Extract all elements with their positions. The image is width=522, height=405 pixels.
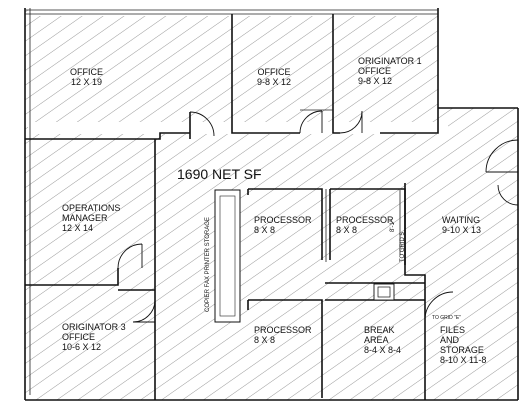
room-office-2-size: 9-8 X 12 <box>257 77 292 87</box>
note-copier: COPIER FAX PRINTER STORAGE <box>205 217 211 312</box>
room-files-name2: AND <box>440 335 460 345</box>
room-break-size: 8-4 X 8-4 <box>364 345 402 355</box>
door-entry <box>485 139 519 173</box>
door-office-2 <box>299 110 323 134</box>
room-waiting-name: WAITING <box>442 215 481 225</box>
room-originator-3-name2: OFFICE <box>62 332 95 342</box>
suite-hatch <box>25 8 518 400</box>
room-break-name: BREAK <box>364 325 395 335</box>
room-files-storage: FILES AND STORAGE 8-10 X 11-8 <box>440 325 486 365</box>
room-processor-1-name: PROCESSOR <box>254 215 312 225</box>
room-operations-manager: OPERATIONS MANAGER 12 X 14 <box>62 203 120 233</box>
note-to-grid-e: TO GRID "E" <box>432 315 462 321</box>
cubicle-processor-1 <box>247 188 323 260</box>
room-office-size: 12 X 19 <box>70 77 103 87</box>
room-operations-name2: MANAGER <box>62 213 108 223</box>
room-processor-2: PROCESSOR 8 X 8 <box>336 215 394 235</box>
room-office-2: OFFICE 9-8 X 12 <box>257 67 291 87</box>
ops-wall <box>25 139 156 400</box>
room-processor-1-size: 8 X 8 <box>254 225 276 235</box>
room-originator-3-name: ORIGINATOR 3 <box>62 322 126 332</box>
room-originator-1: ORIGINATOR 1 OFFICE 9-8 X 12 <box>358 56 422 86</box>
room-files-name: FILES <box>440 325 466 335</box>
waiting-wall <box>404 183 426 283</box>
room-originator-3-size: 10-6 X 12 <box>62 342 102 352</box>
room-files-size: 8-10 X 11-8 <box>440 355 487 365</box>
door-orig3 <box>132 299 156 323</box>
room-processor-2-name: PROCESSOR <box>336 215 394 225</box>
cubicle-processor-3 <box>247 299 323 398</box>
room-originator-1-size: 9-8 X 12 <box>358 76 393 86</box>
top-gap <box>28 8 438 16</box>
room-office-name: OFFICE <box>70 67 103 77</box>
room-operations-name: OPERATIONS <box>62 203 121 213</box>
net-area-label: 1690 NET SF <box>177 166 262 182</box>
corridor-gap <box>28 122 448 134</box>
note-dim: 8'-1" <box>390 220 396 232</box>
door-files <box>424 291 454 321</box>
room-processor-3-name: PROCESSOR <box>254 325 312 335</box>
copier-inner <box>219 195 236 317</box>
outer-wall <box>24 8 519 401</box>
room-waiting: WAITING 9-10 X 13 <box>442 215 481 235</box>
room-break-area: BREAK AREA 8-4 X 8-4 <box>364 325 401 355</box>
room-processor-3-size: 8 X 8 <box>254 335 276 345</box>
door-entry-2 <box>497 184 519 206</box>
room-operations-size: 12 X 14 <box>62 223 94 233</box>
room-processor-3: PROCESSOR 8 X 8 <box>254 325 312 345</box>
door-ops <box>117 243 143 269</box>
room-office: OFFICE 12 X 19 <box>70 67 103 87</box>
note-to-grid-5: TO GRID 5 <box>400 232 406 262</box>
door-originator-1 <box>339 110 363 134</box>
room-originator-3: ORIGINATOR 3 OFFICE 10-6 X 12 <box>62 322 126 352</box>
room-originator-1-name: ORIGINATOR 1 <box>358 56 422 66</box>
upper-rooms-wall <box>25 14 439 140</box>
door-office <box>189 111 215 137</box>
room-waiting-size: 9-10 X 13 <box>442 225 482 235</box>
room-processor-2-size: 8 X 8 <box>336 225 358 235</box>
sink <box>373 283 395 301</box>
room-office-2-name: OFFICE <box>257 67 291 77</box>
room-files-name3: STORAGE <box>440 345 484 355</box>
room-break-name2: AREA <box>364 335 389 345</box>
sink-bowl <box>377 286 391 298</box>
room-originator-1-name2: OFFICE <box>358 66 391 76</box>
room-processor-1: PROCESSOR 8 X 8 <box>254 215 312 235</box>
copier-unit <box>214 189 241 323</box>
